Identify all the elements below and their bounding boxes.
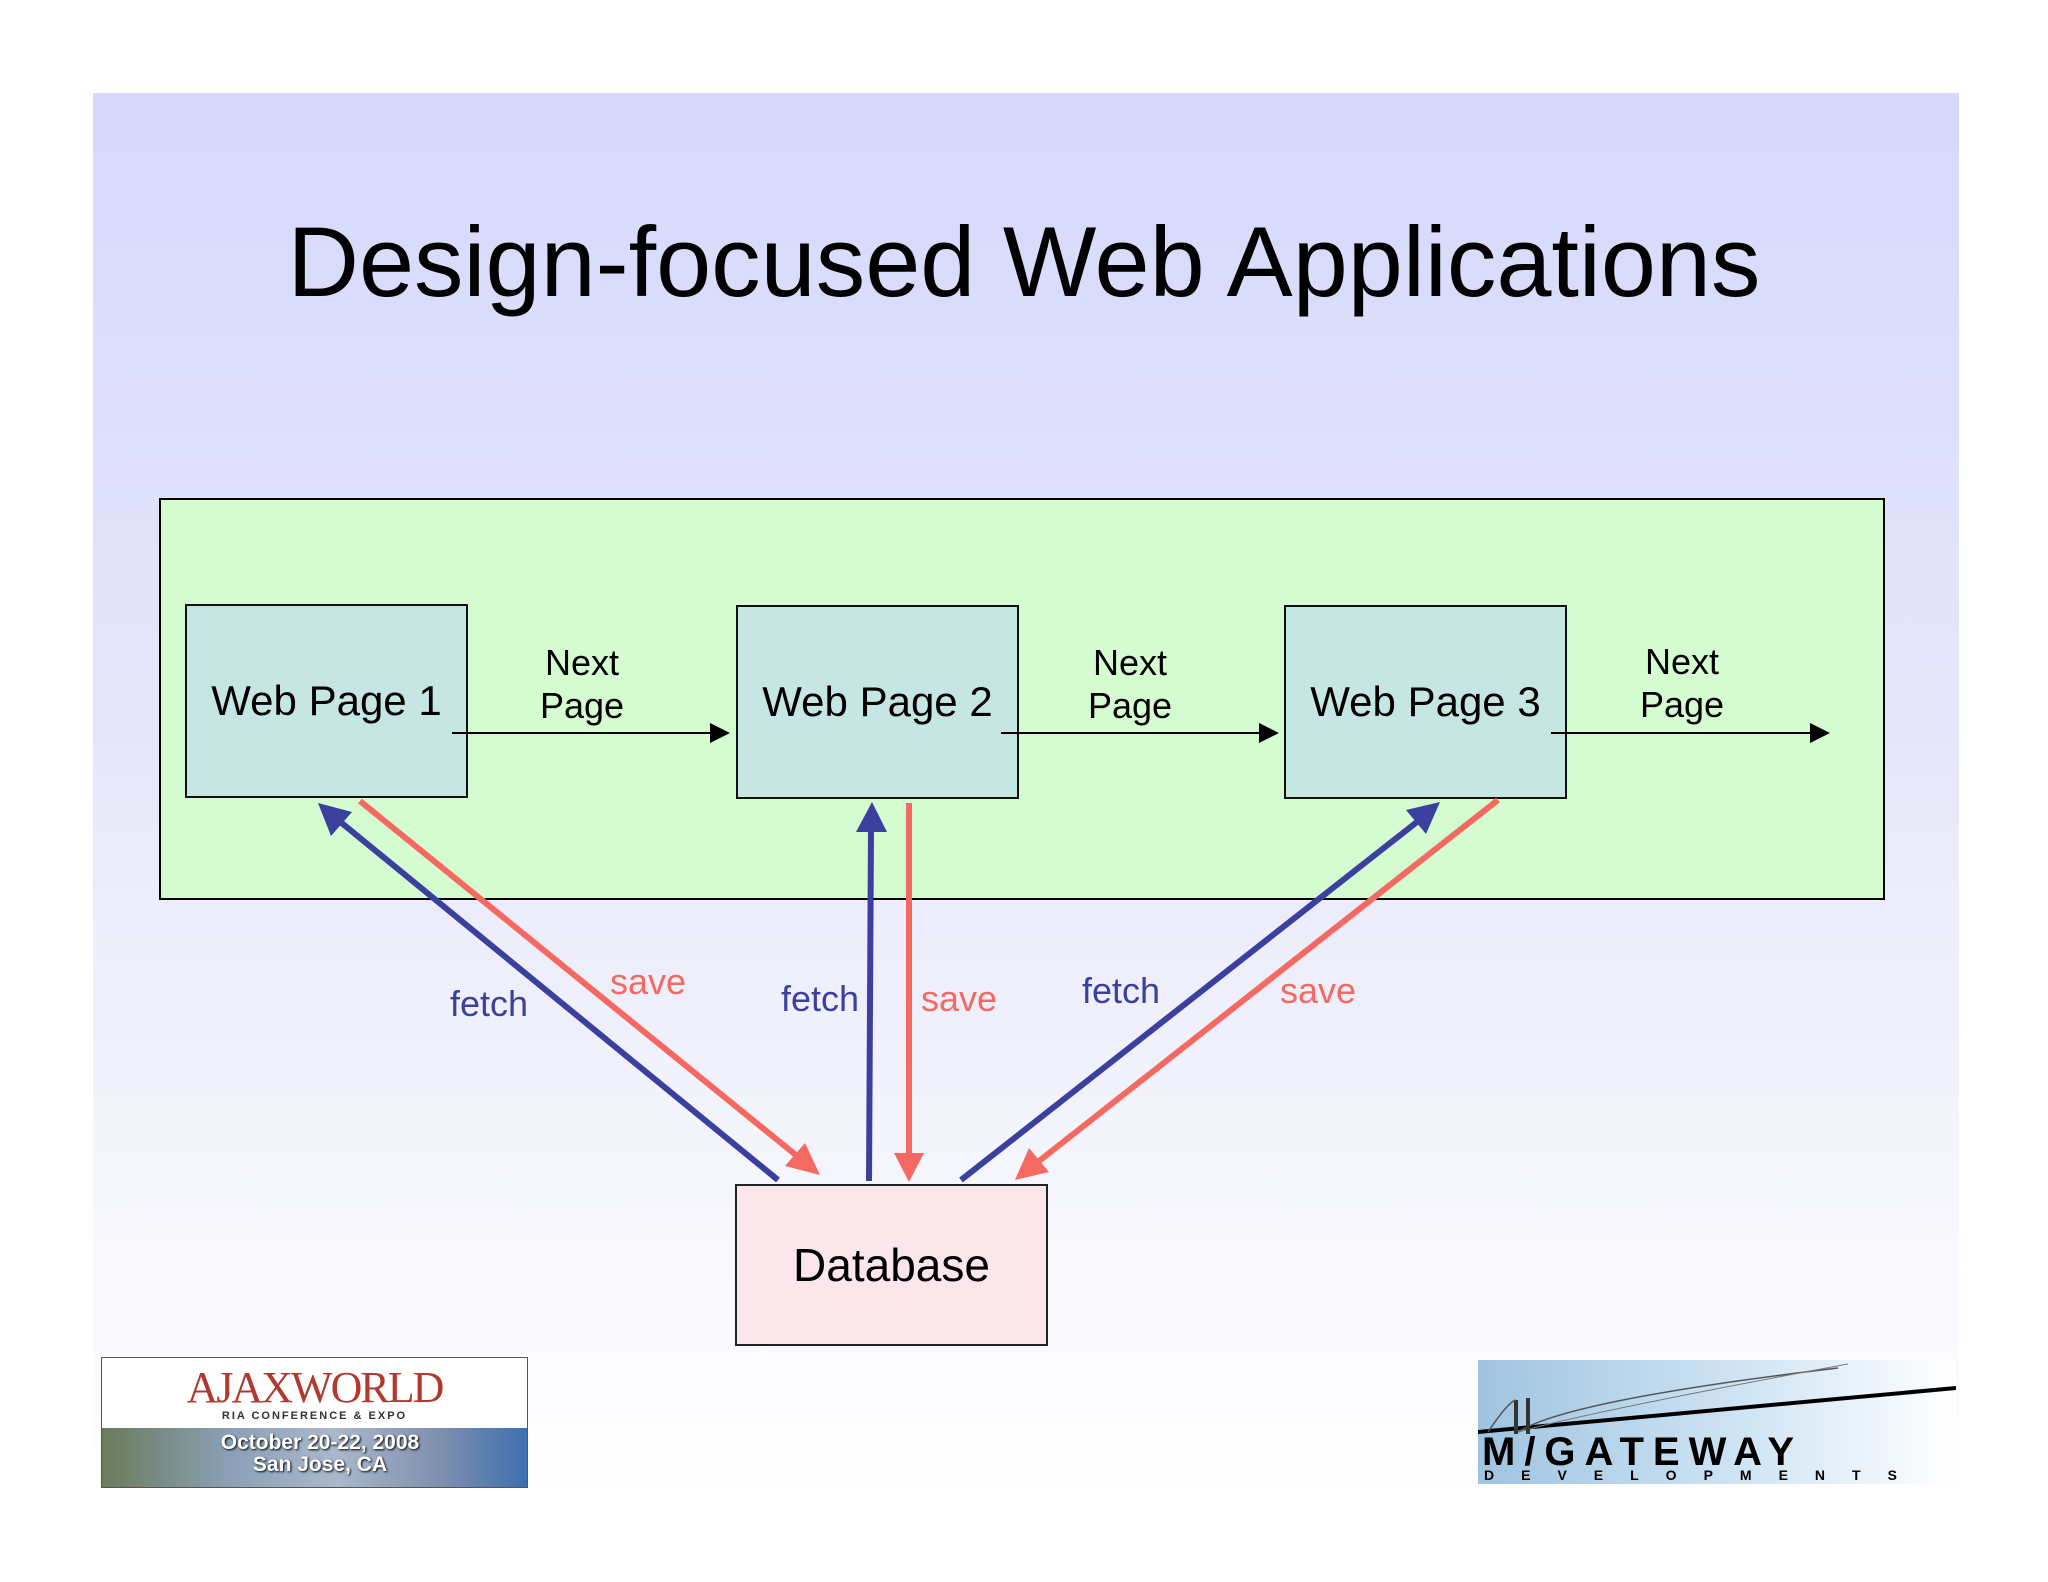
ajaxworld-brand: AJAXWORLD [186,1363,445,1412]
next-page-arrow-2 [1001,723,1279,743]
fetch-label-3: fetch [1082,970,1161,1011]
save-arrow-page-2 [894,803,924,1182]
conference-date-text: October 20-22, 2008 [220,1431,420,1454]
next-page-arrow-1 [452,723,730,743]
next-page-label-1: Next Page [502,641,662,727]
save-label-1: save [610,961,687,1002]
fetch-label-2: fetch [781,978,860,1019]
web-page-2-box: Web Page 2 [736,605,1019,799]
save-label-2: save [921,978,998,1019]
next-label-line-1: Next [1644,641,1720,682]
conference-photo [102,1428,527,1487]
ajaxworld-logo: AJAXWORLD RIA CONFERENCE & EXPO October … [101,1357,528,1488]
next-label-line-1: Next [1092,642,1168,683]
fetch-arrow-page-3 [959,802,1440,1183]
slide-title: Design-focused Web Applications [287,206,1761,317]
conference-location-text: San Jose, CA [252,1453,388,1476]
fetch-arrow-page-2 [856,802,887,1182]
save-arrow-page-1 [358,798,820,1175]
next-label-line-1: Next [544,642,620,683]
mgateway-name: M/GATEWAY [1482,1430,1804,1474]
mgateway-subtitle: DEVELOPMENTS [1484,1467,1924,1483]
web-page-3-label: Web Page 3 [1310,678,1541,725]
mgateway-logo: M/GATEWAY DEVELOPMENTS [1478,1360,1956,1484]
bridge-icon [1478,1363,1956,1434]
database-box: Database [735,1184,1048,1346]
next-page-label-2: Next Page [1050,641,1210,727]
database-label: Database [793,1239,990,1291]
next-label-line-2: Page [539,685,625,726]
next-page-arrow-3 [1551,723,1830,743]
web-page-2-label: Web Page 2 [762,678,993,725]
next-page-label-3: Next Page [1602,640,1762,726]
fetch-label-1: fetch [450,983,529,1024]
conference-dates: October 20-22, 2008 San Jose, CA [190,1432,450,1476]
web-page-1-label: Web Page 1 [211,677,442,724]
ajaxworld-tagline: RIA CONFERENCE & EXPO [221,1410,408,1422]
save-label-3: save [1280,970,1357,1011]
next-label-line-2: Page [1639,684,1725,725]
save-arrow-page-3 [1015,797,1500,1180]
web-page-1-box: Web Page 1 [185,604,468,798]
web-page-3-box: Web Page 3 [1284,605,1567,799]
next-label-line-2: Page [1087,685,1173,726]
fetch-arrow-page-1 [318,803,780,1183]
